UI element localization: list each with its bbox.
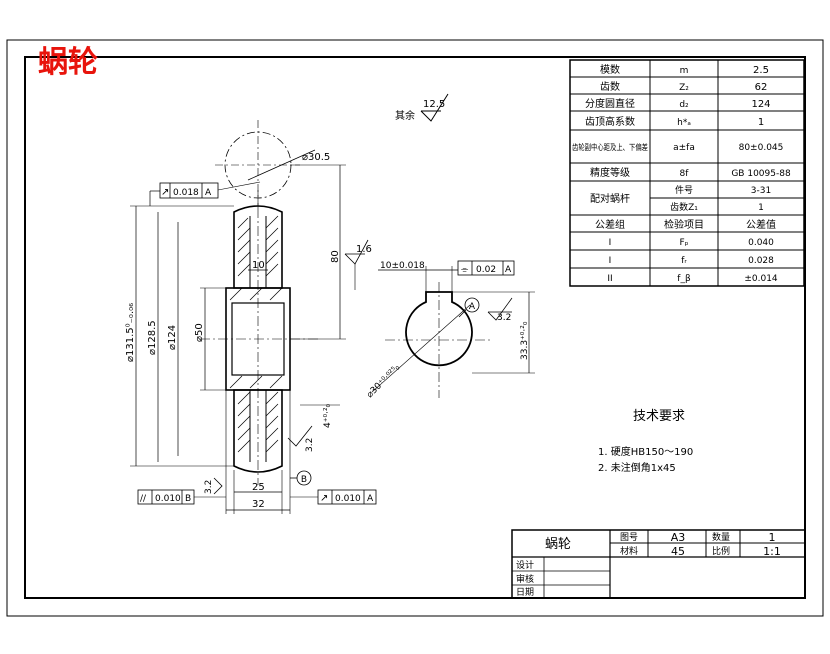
table-cell: f_β <box>677 274 691 284</box>
svg-text:10: 10 <box>252 260 265 271</box>
svg-text:B: B <box>301 475 307 485</box>
table-cell: 0.028 <box>748 256 774 266</box>
svg-text:↗: ↗ <box>320 493 328 504</box>
table-cell: 配对蜗杆 <box>590 192 630 205</box>
gear-parameter-table: 模数 m 2.5 齿数 Z₂ 62 分度圆直径 d₂ 124 齿顶高系数 h*ₐ… <box>569 59 805 287</box>
svg-text:⌀30⁺⁰·⁰²⁵₀: ⌀30⁺⁰·⁰²⁵₀ <box>365 363 402 400</box>
table-cell: 齿顶高系数 <box>585 115 635 128</box>
table-cell: Fₚ <box>679 238 688 248</box>
table-cell: a±fa <box>673 143 695 153</box>
table-cell: 公差值 <box>746 218 776 231</box>
svg-text:80: 80 <box>330 250 341 263</box>
keyway-end-view: 10±0.018 ⌯ 0.02 A 33.3⁺⁰·²₀ A 3.2 ⌀30⁺⁰·… <box>365 260 535 400</box>
table-cell: 3-31 <box>751 186 771 196</box>
svg-text:45: 45 <box>671 545 685 558</box>
svg-text:技术要求: 技术要求 <box>633 409 685 424</box>
technical-requirements: 技术要求 1. 硬度HB150～190 2. 未注倒角1x45 <box>598 409 693 474</box>
svg-text:⌀124: ⌀124 <box>167 325 178 350</box>
svg-text:3.2: 3.2 <box>497 313 511 323</box>
wheel-section-view: ⌀131.5⁰₋₀.₀₆ ⌀128.5 ⌀124 ⌀50 ⌀30.5 ↗ 0.0… <box>125 120 377 514</box>
table-cell-wrapped: 齿轮副中心距及上、下偏差 <box>572 142 648 152</box>
outer-border <box>6 39 824 617</box>
table-cell: 检验项目 <box>664 218 704 231</box>
table-cell: 公差组 <box>595 218 625 231</box>
roughness-general: 其余 12.5 <box>395 93 449 122</box>
table-cell: Z₂ <box>679 83 689 93</box>
svg-text:比例: 比例 <box>712 545 730 557</box>
svg-text:1.6: 1.6 <box>356 244 372 255</box>
svg-text:1: 1 <box>769 531 776 544</box>
table-cell: m <box>680 66 689 76</box>
svg-text:12.5: 12.5 <box>423 99 445 110</box>
svg-text:2. 未注倒角1x45: 2. 未注倒角1x45 <box>598 461 676 474</box>
svg-text:其余: 其余 <box>395 109 415 122</box>
svg-text:⌀131.5⁰₋₀.₀₆: ⌀131.5⁰₋₀.₀₆ <box>125 303 136 362</box>
svg-text:25: 25 <box>252 482 265 493</box>
svg-text:日期: 日期 <box>516 587 534 598</box>
table-cell: 1 <box>758 117 764 128</box>
svg-text:A: A <box>469 302 476 312</box>
table-cell: 模数 <box>600 63 620 76</box>
table-cell: 124 <box>751 99 770 110</box>
table-cell: GB 10095-88 <box>731 169 791 179</box>
svg-text:33.3⁺⁰·²₀: 33.3⁺⁰·²₀ <box>520 321 530 360</box>
svg-text:10±0.018: 10±0.018 <box>380 261 425 271</box>
svg-text:0.010: 0.010 <box>155 494 181 504</box>
svg-text:A: A <box>367 494 374 504</box>
table-cell: ±0.014 <box>744 274 778 284</box>
svg-text:↗: ↗ <box>161 187 169 198</box>
svg-text:B: B <box>185 494 191 504</box>
table-cell: 1 <box>758 203 764 213</box>
table-cell: 62 <box>755 82 768 93</box>
svg-text:0.018: 0.018 <box>173 188 199 198</box>
svg-text://: // <box>140 494 147 504</box>
table-cell: II <box>607 274 612 284</box>
svg-text:1. 硬度HB150～190: 1. 硬度HB150～190 <box>598 445 693 458</box>
svg-text:A: A <box>205 188 212 198</box>
svg-text:A: A <box>505 265 512 275</box>
inner-border <box>24 56 806 599</box>
table-cell: 精度等级 <box>590 166 630 179</box>
table-cell: 分度圆直径 <box>585 97 635 110</box>
svg-text:设计: 设计 <box>516 559 534 571</box>
svg-text:数量: 数量 <box>712 531 730 543</box>
svg-text:⌀50: ⌀50 <box>194 323 205 342</box>
svg-text:⌀128.5: ⌀128.5 <box>147 320 158 355</box>
svg-text:⌯: ⌯ <box>461 265 469 275</box>
table-cell: 0.040 <box>748 238 774 248</box>
table-cell: h*ₐ <box>677 118 691 128</box>
table-cell: 80±0.045 <box>739 143 784 153</box>
svg-text:A3: A3 <box>671 531 686 544</box>
svg-text:材料: 材料 <box>620 545 638 557</box>
table-cell: fᵣ <box>681 256 687 266</box>
table-cell: d₂ <box>679 100 689 110</box>
title-block-name: 蜗轮 <box>545 536 571 552</box>
stamp-title: 蜗轮 <box>38 45 98 80</box>
svg-text:图号: 图号 <box>620 532 638 543</box>
table-cell: 齿数 <box>600 80 620 93</box>
title-block: 蜗轮 图号 A3 数量 1 材料 45 比例 1:1 设计 审核 日期 <box>511 529 806 599</box>
svg-text:32: 32 <box>252 499 265 510</box>
svg-text:1:1: 1:1 <box>763 545 781 558</box>
svg-text:0.02: 0.02 <box>476 265 496 275</box>
table-cell: 8f <box>680 169 690 179</box>
svg-text:3.2: 3.2 <box>305 438 315 452</box>
table-cell: 齿数Z₁ <box>670 201 698 213</box>
svg-text:3.2: 3.2 <box>204 480 214 494</box>
table-cell: I <box>609 256 612 266</box>
svg-text:4⁺⁰·²₀: 4⁺⁰·²₀ <box>323 403 333 428</box>
table-cell: 2.5 <box>753 65 769 76</box>
svg-text:0.010: 0.010 <box>335 494 361 504</box>
table-cell: 件号 <box>675 184 693 196</box>
svg-text:审核: 审核 <box>516 573 534 585</box>
table-cell: I <box>609 238 612 248</box>
svg-text:⌀30.5: ⌀30.5 <box>302 152 330 163</box>
